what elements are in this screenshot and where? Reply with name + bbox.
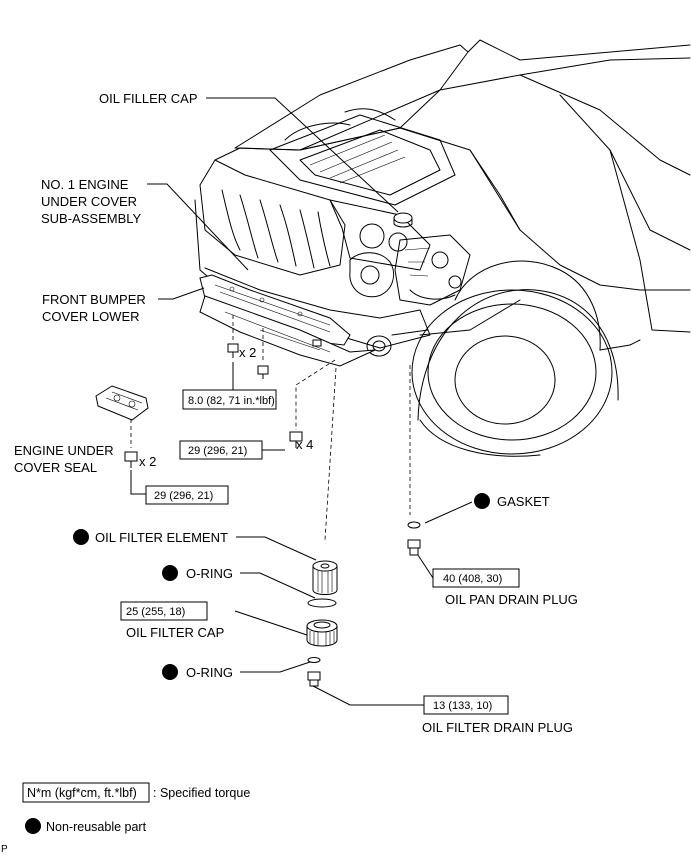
leader-lines	[130, 97, 473, 706]
leader-no1-engine-under-cover	[147, 183, 249, 271]
oil-filter-cap-part	[306, 619, 338, 647]
label-oil-filter-cap: OIL FILTER CAP	[126, 625, 224, 640]
torque-bumper-lower: 8.0 (82, 71 in.*lbf)	[188, 395, 275, 407]
torque-oil-filter-cap: 25 (255, 18)	[126, 606, 185, 618]
legend-torque-box	[22, 782, 150, 803]
gasket-part	[407, 521, 421, 529]
torque-box-oil-pan-drain-plug	[432, 568, 520, 588]
legend: N*m (kgf*cm, ft.*lbf) : Specified torque…	[1, 782, 250, 855]
bolt-bumper	[227, 343, 239, 358]
oil-filter-drain-plug-part	[307, 671, 321, 687]
nonreusable-mark-o-ring-upper	[162, 565, 178, 581]
nonreusable-mark-o-ring-lower	[162, 664, 178, 680]
nonreusable-mark-oil-filter-element	[73, 529, 89, 545]
label-seal-line1: ENGINE UNDER	[14, 443, 114, 458]
torque-under-cover: 29 (296, 21)	[188, 445, 247, 457]
torque-oil-pan-drain-plug: 40 (408, 30)	[443, 573, 502, 585]
label-no1-engine-line1: NO. 1 ENGINE	[41, 177, 129, 192]
qty-cover-bolts: x 4	[296, 437, 313, 452]
label-o-ring-lower: O-RING	[186, 665, 233, 680]
torque-specs: 8.0 (82, 71 in.*lbf) 29 (296, 21) 29 (29…	[120, 389, 520, 715]
leader-oil-filter-element	[236, 536, 317, 561]
oil-filter-element-part	[312, 560, 338, 595]
label-front-bumper-line2: COVER LOWER	[42, 309, 140, 324]
torque-seal: 29 (296, 21)	[154, 490, 213, 502]
oil-pan-drain-plug-part	[407, 539, 421, 556]
vehicle-illustration	[194, 39, 691, 457]
bolt-bumper-2	[257, 365, 269, 379]
torque-box-oil-filter-drain-plug	[423, 695, 509, 715]
label-seal-line2: COVER SEAL	[14, 460, 97, 475]
torque-box-under-cover	[179, 440, 263, 460]
label-gasket: GASKET	[497, 494, 550, 509]
qty-bumper-bolts: x 2	[239, 345, 256, 360]
legend-nonreusable-mark	[25, 818, 41, 834]
torque-box-seal	[145, 485, 229, 505]
corner-mark: P	[1, 844, 8, 855]
label-o-ring-upper: O-RING	[186, 566, 233, 581]
o-ring-lower-part	[307, 657, 321, 663]
bolt-under-cover	[289, 431, 303, 448]
nonreusable-mark-gasket	[474, 493, 490, 509]
leader-oil-filler-cap	[206, 97, 399, 213]
leader-o-ring-upper	[240, 572, 316, 599]
torque-box-bumper	[182, 389, 277, 410]
label-oil-pan-drain-plug: OIL PAN DRAIN PLUG	[445, 592, 578, 607]
leader-o-ring-lower	[240, 661, 311, 673]
label-oil-filter-element: OIL FILTER ELEMENT	[95, 530, 228, 545]
leader-gasket	[424, 501, 473, 524]
parts	[95, 343, 421, 687]
label-no1-engine-line2: UNDER COVER	[41, 194, 137, 209]
label-no1-engine-line3: SUB-ASSEMBLY	[41, 211, 142, 226]
label-oil-filler-cap: OIL FILLER CAP	[99, 91, 198, 106]
legend-torque-text: : Specified torque	[153, 786, 250, 800]
o-ring-upper-part	[307, 598, 337, 608]
label-oil-filter-drain-plug: OIL FILTER DRAIN PLUG	[422, 720, 573, 735]
legend-torque-box-text: N*m (kgf*cm, ft.*lbf)	[27, 786, 137, 800]
leader-front-bumper-cover-lower	[158, 287, 205, 300]
torque-oil-filter-drain-plug: 13 (133, 10)	[433, 700, 492, 712]
label-front-bumper-line1: FRONT BUMPER	[42, 292, 146, 307]
engine-under-cover-seal-part	[95, 385, 149, 421]
bolt-seal	[124, 451, 138, 468]
legend-nonreusable-text: Non-reusable part	[46, 820, 147, 834]
labels: OIL FILLER CAP NO. 1 ENGINE UNDER COVER …	[14, 91, 578, 735]
qty-seal-bolts: x 2	[139, 454, 156, 469]
torque-box-oil-filter-cap	[120, 601, 208, 621]
